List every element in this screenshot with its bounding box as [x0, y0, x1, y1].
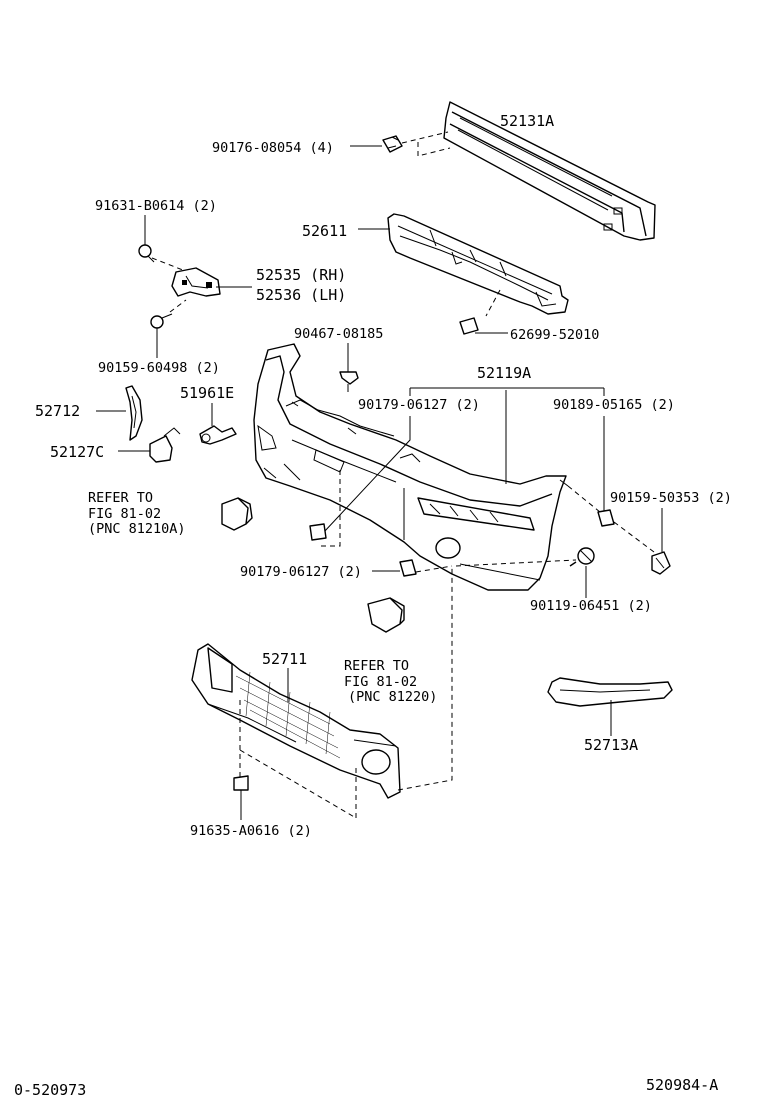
cap-52127c: [149, 427, 181, 463]
footer-right-code: 520984-A: [646, 1076, 718, 1094]
lamp-81220: [367, 597, 405, 633]
trim-52712: [125, 385, 143, 441]
label-90179-bottom: 90179-06127 (2): [240, 564, 362, 580]
label-refer1-line2: FIG 81-02: [88, 506, 161, 522]
bracket-52535-52536: [171, 267, 221, 297]
clip-62699: [459, 317, 479, 335]
bolt-91631: [138, 244, 155, 263]
bolt-90119: [569, 547, 595, 567]
footer-left-code: 0-520973: [14, 1081, 86, 1099]
grille-52711: [191, 643, 401, 799]
label-52611: 52611: [302, 222, 347, 240]
screw-90159-50353: [651, 551, 671, 575]
label-90176: 90176-08054 (4): [212, 140, 334, 156]
clip-90189: [597, 509, 615, 527]
bolt-90176: [382, 135, 403, 153]
label-52712: 52712: [35, 402, 80, 420]
label-91635: 91635-A0616 (2): [190, 823, 312, 839]
screw-91635: [233, 775, 249, 798]
label-52713a: 52713A: [584, 736, 638, 754]
clip-90179-a: [309, 523, 327, 541]
lamp-81210a: [221, 497, 253, 531]
label-91631: 91631-B0614 (2): [95, 198, 217, 214]
label-62699: 62699-52010: [510, 327, 599, 343]
label-52535: 52535 (RH): [256, 266, 346, 284]
reinforcement-beam-52131a: [443, 101, 656, 241]
label-52127c: 52127C: [50, 443, 104, 461]
label-90467: 90467-08185: [294, 326, 383, 342]
label-90179-top: 90179-06127 (2): [358, 397, 480, 413]
label-90119: 90119-06451 (2): [530, 598, 652, 614]
label-52536: 52536 (LH): [256, 286, 346, 304]
label-refer2-line3: (PNC 81220): [348, 689, 437, 705]
label-refer2-line2: FIG 81-02: [344, 674, 417, 690]
label-52119a: 52119A: [477, 364, 531, 382]
clip-90179-b: [399, 559, 417, 577]
energy-absorber-52611: [387, 213, 569, 315]
label-90189: 90189-05165 (2): [553, 397, 675, 413]
label-refer1-line3: (PNC 81210A): [88, 521, 186, 537]
label-52131a: 52131A: [500, 112, 554, 130]
label-refer1-line1: REFER TO: [88, 490, 153, 506]
moulding-52713a: [547, 677, 673, 707]
clip-90467: [339, 371, 359, 392]
label-51961e: 51961E: [180, 384, 234, 402]
hook-51961e: [199, 425, 237, 445]
bumper-cover-52119a: [253, 343, 569, 591]
label-refer2-line1: REFER TO: [344, 658, 409, 674]
label-90159-60498: 90159-60498 (2): [98, 360, 220, 376]
label-90159-50353: 90159-50353 (2): [610, 490, 732, 506]
label-52711: 52711: [262, 650, 307, 668]
bolt-90159-60498: [150, 313, 173, 329]
